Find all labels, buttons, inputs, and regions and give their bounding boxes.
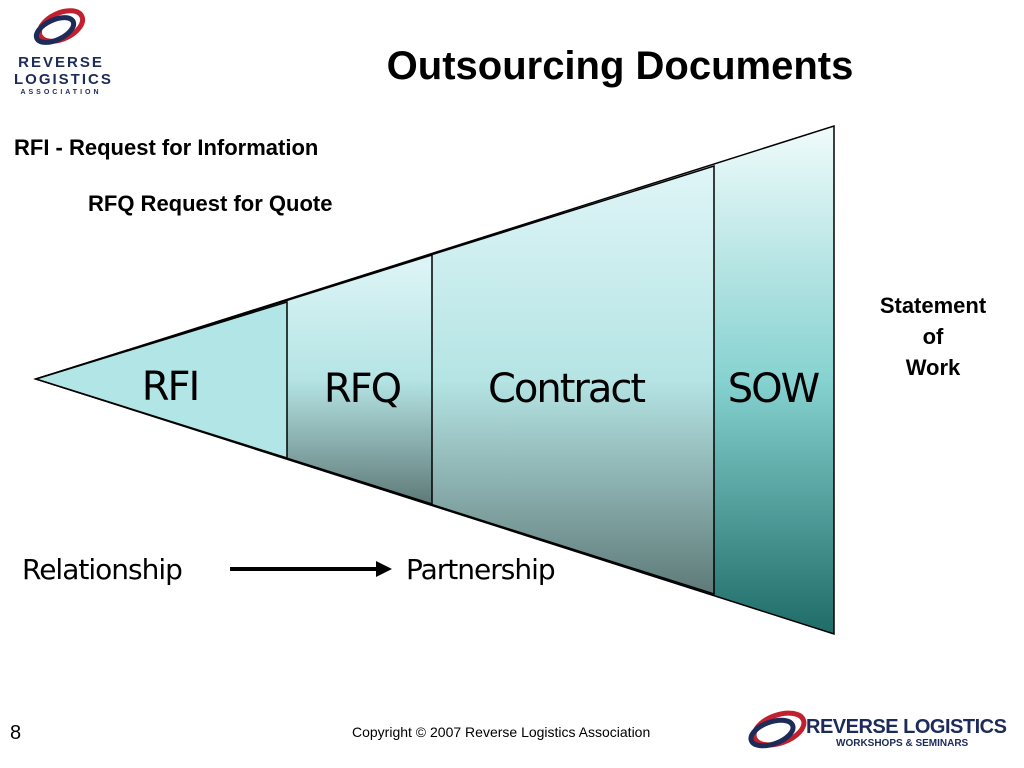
workshops-logo-text: REVERSE LOGISTICS WORKSHOPS & SEMINARS [806,716,1007,750]
logo-line: ASSOCIATION [20,89,102,96]
logo-line: REVERSE [18,54,104,71]
association-logo-text: REVERSE LOGISTICS ASSOCIATION [14,54,113,98]
sow-definition-line: Work [905,355,961,380]
rfi-segment [33,300,288,460]
sow-definition-line: Statement [879,293,987,318]
contract-segment-label: Contract [488,366,645,412]
relationship-label: Relationship [22,553,183,586]
sow-segment-label: SOW [728,366,820,412]
sow-definition: Statement of Work [862,290,1004,383]
logo-line: WORKSHOPS & SEMINARS [836,738,969,749]
workshops-logo-emblem [748,710,807,749]
logo-line: LOGISTICS [14,71,113,88]
rfq-definition: RFQ Request for Quote [88,191,333,216]
rfq-segment-label: RFQ [324,366,401,412]
sow-definition-line: of [922,324,944,349]
rfi-definition: RFI - Request for Information [14,135,319,160]
flow-arrowhead [376,561,392,577]
page-number: 8 [10,722,22,744]
rfi-segment-label: RFI [142,364,199,410]
partnership-label: Partnership [406,553,556,586]
copyright-notice: Copyright © 2007 Reverse Logistics Assoc… [352,724,651,740]
logo-line: REVERSE LOGISTICS [806,716,1007,738]
association-logo-emblem [33,8,86,45]
slide-title: Outsourcing Documents [386,44,854,88]
